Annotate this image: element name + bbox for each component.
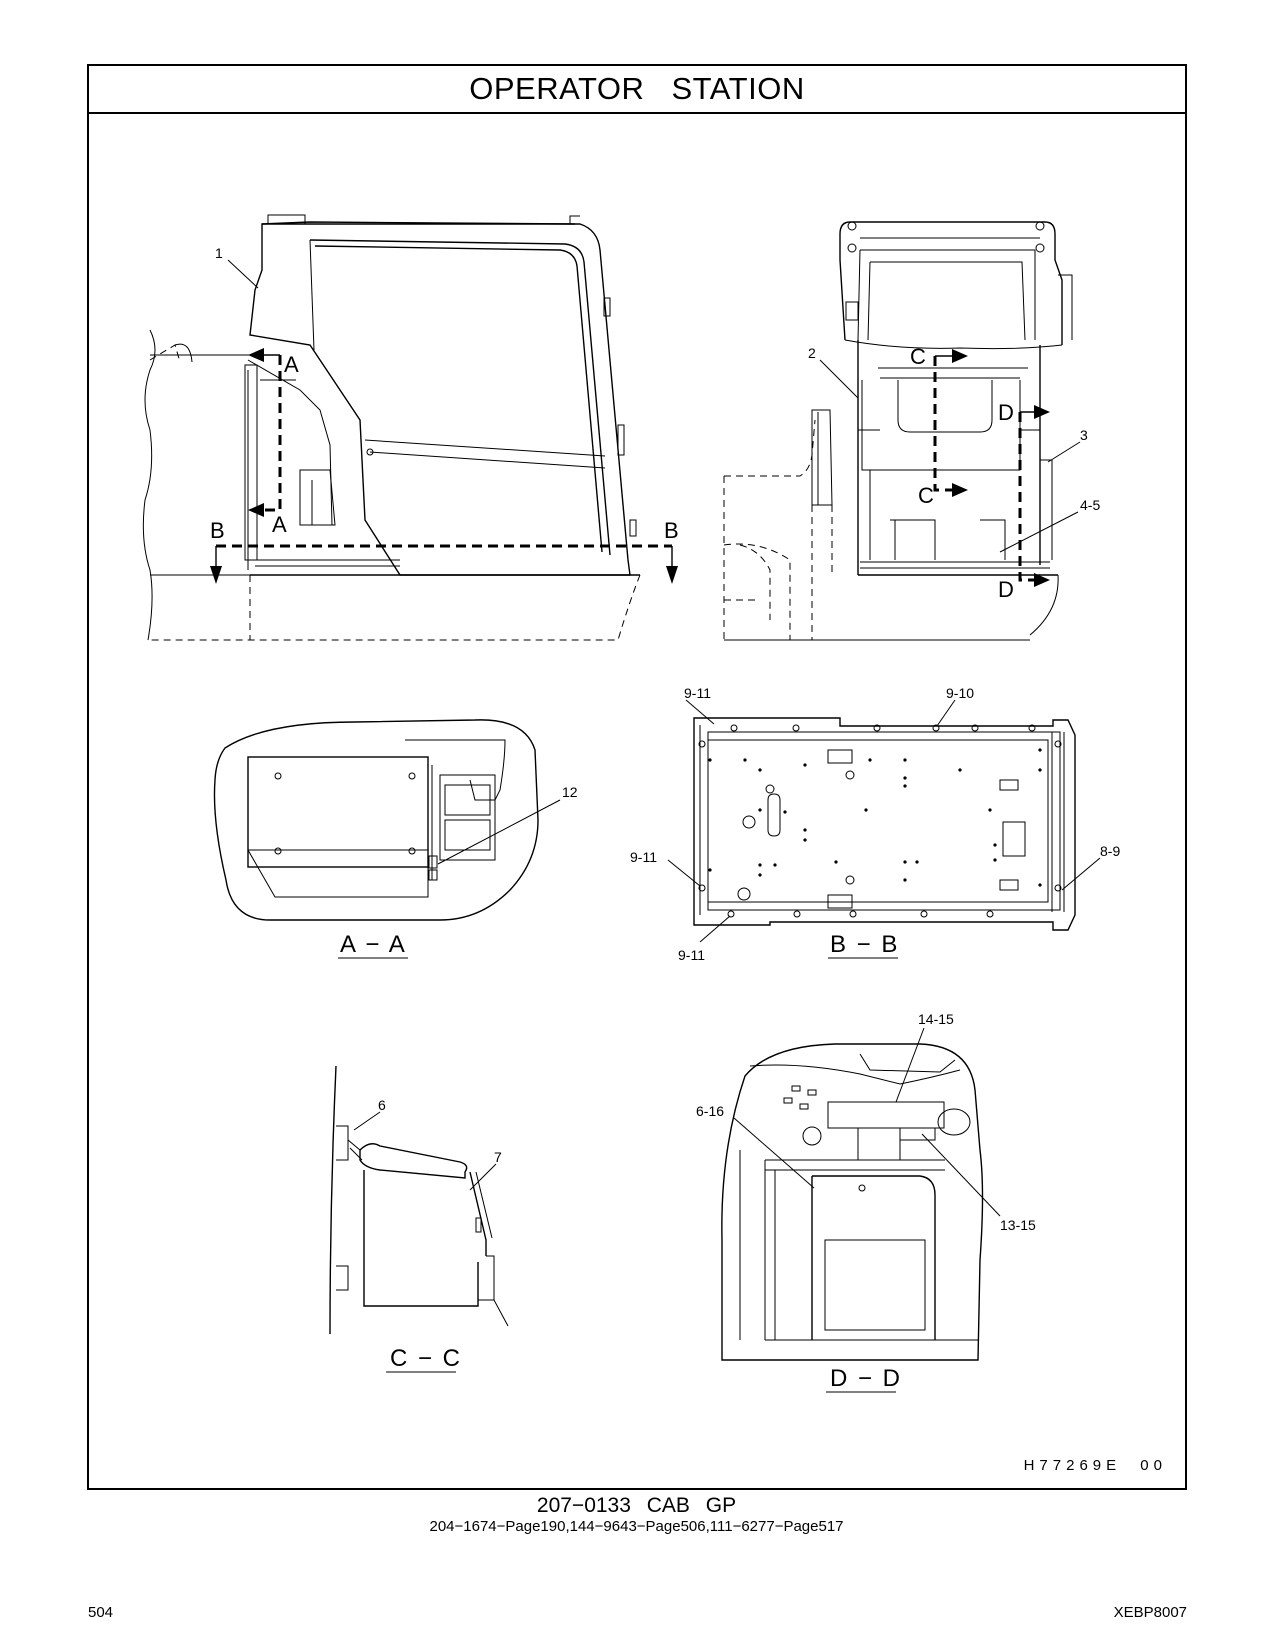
callout-6-16: 6-16 bbox=[696, 1103, 724, 1119]
cab-side-view: A A B B 1 bbox=[142, 214, 679, 641]
section-title-c-c: C − C bbox=[390, 1345, 462, 1372]
callout-6: 6 bbox=[378, 1097, 386, 1113]
callout-14-15: 14-15 bbox=[918, 1011, 954, 1027]
section-b-b: 9-11 9-10 9-11 9-11 8-9 B − B bbox=[630, 685, 1120, 963]
section-mark-d-bottom: D bbox=[998, 577, 1014, 602]
callout-12: 12 bbox=[562, 784, 578, 800]
cab-rear-view: C C D D 2 3 4-5 bbox=[723, 221, 1100, 641]
section-mark-b-right: B bbox=[664, 518, 679, 543]
part-title: 207−0133 CAB GP bbox=[536, 1494, 737, 1517]
page-title: OPERATOR STATION bbox=[89, 66, 1185, 114]
callout-1: 1 bbox=[215, 245, 223, 261]
drawing-frame: OPERATOR STATION H77269E 00 bbox=[87, 64, 1187, 1490]
section-mark-a-bottom: A bbox=[272, 512, 287, 537]
section-mark-d-top: D bbox=[998, 400, 1014, 425]
section-mark-b-left: B bbox=[210, 518, 225, 543]
callout-7: 7 bbox=[494, 1149, 502, 1165]
callout-2: 2 bbox=[808, 345, 816, 361]
callout-4-5: 4-5 bbox=[1080, 497, 1100, 513]
callout-9-11-left: 9-11 bbox=[630, 849, 657, 865]
callout-3: 3 bbox=[1080, 427, 1088, 443]
callout-8-9: 8-9 bbox=[1100, 843, 1120, 859]
section-mark-a-top: A bbox=[284, 352, 299, 377]
section-title-d-d: D − D bbox=[830, 1365, 902, 1392]
bolt-holes bbox=[698, 724, 1062, 918]
drawing-code: H77269E 00 bbox=[1023, 1457, 1167, 1474]
callout-9-10: 9-10 bbox=[946, 685, 974, 701]
document-code: XEBP8007 bbox=[1113, 1604, 1187, 1621]
section-c-c: 6 7 C − C bbox=[329, 1065, 509, 1373]
callout-9-11-bottom: 9-11 bbox=[678, 947, 705, 963]
callout-13-15: 13-15 bbox=[1000, 1217, 1036, 1233]
rivet-dots bbox=[708, 748, 1042, 887]
section-mark-c-bottom: C bbox=[918, 483, 934, 508]
callout-9-11-top: 9-11 bbox=[684, 685, 711, 701]
reference-list: 204−1674−Page190,144−9643−Page506,111−62… bbox=[429, 1518, 844, 1535]
section-title-b-b: B − B bbox=[830, 931, 899, 958]
section-title-a-a: A − A bbox=[340, 931, 407, 958]
section-a-a: 12 A − A bbox=[213, 719, 578, 959]
section-d-d: 14-15 6-16 13-15 D − D bbox=[696, 1011, 1036, 1393]
section-mark-c-top: C bbox=[910, 344, 926, 369]
page-number: 504 bbox=[88, 1604, 114, 1621]
